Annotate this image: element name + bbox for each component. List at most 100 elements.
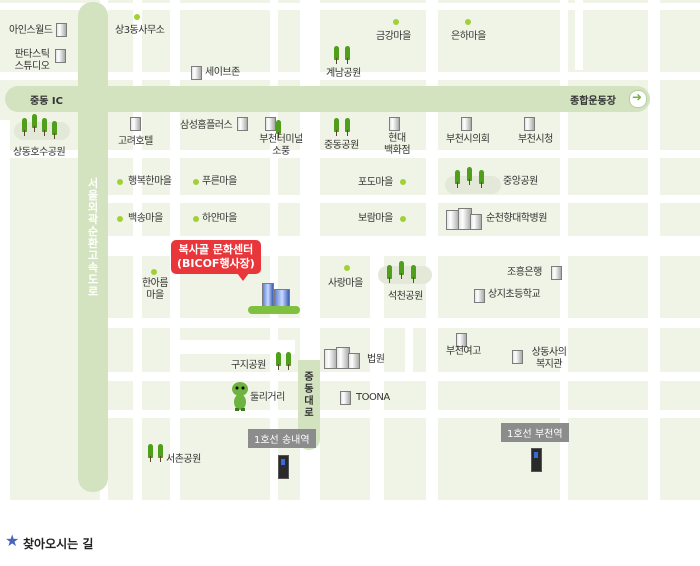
map-label-l28: 석천공원 <box>388 291 423 302</box>
outer-ring-expressway <box>78 2 108 492</box>
park-area <box>445 176 501 194</box>
tree-icon <box>52 121 57 139</box>
star-icon: ★ <box>5 531 20 550</box>
road <box>0 120 10 500</box>
tree-icon <box>32 114 37 132</box>
jungdong-daero <box>298 360 320 450</box>
map-label-l35: 둘리거리 <box>250 392 285 403</box>
road <box>270 0 278 500</box>
jungdong-daero-label: 중동대로 <box>304 372 314 419</box>
tree-icon <box>334 118 339 136</box>
map-label-l17: 부천시청 <box>518 134 553 145</box>
map-label-l11: 고려호텔 <box>118 136 153 147</box>
tree-icon <box>276 352 281 370</box>
cultural-center-callout: 복사골 문화센터 (BICOF행사장) <box>171 240 261 281</box>
map-label-l25: 순천향대학병원 <box>486 213 547 224</box>
tree-icon <box>158 444 163 462</box>
tree-icon <box>345 46 350 64</box>
place-dot-icon <box>117 179 123 185</box>
building-icon <box>461 117 472 131</box>
map-label-l32: 법원 <box>367 354 385 365</box>
place-dot-icon <box>193 216 199 222</box>
map-label-l14: 중동공원 <box>324 140 359 151</box>
tree-icon <box>467 167 472 185</box>
map-label-l20: 포도마을 <box>358 177 393 188</box>
place-dot-icon <box>400 216 406 222</box>
road <box>0 72 700 80</box>
map-label-l22: 백송마을 <box>128 213 163 224</box>
tree-icon <box>399 261 404 279</box>
map-label-l10: 상동호수공원 <box>13 147 66 158</box>
map-label-l13: 부천터미널 소풍 <box>259 134 303 157</box>
tree-icon <box>42 118 47 136</box>
map-label-l15: 현대 백화점 <box>383 133 411 156</box>
tree-icon <box>411 265 416 283</box>
road <box>575 0 583 70</box>
tree-icon <box>345 118 350 136</box>
road <box>133 0 142 500</box>
road <box>0 150 700 158</box>
map-label-l36: TOONA <box>356 392 390 403</box>
map-label-l8: 중동 IC <box>30 96 63 107</box>
building-icon <box>551 266 562 280</box>
map-label-l7: 계남공원 <box>326 68 361 79</box>
map-label-l6: 은하마을 <box>451 31 486 42</box>
map-label-l23: 하얀마을 <box>202 213 237 224</box>
map-label-l33: 부천여고 <box>446 346 481 357</box>
map-label-l12: 삼성홈플러스 <box>180 120 233 131</box>
map-label-l37: 서촌공원 <box>166 454 201 465</box>
road <box>426 0 438 500</box>
road <box>100 195 700 203</box>
tree-icon <box>387 265 392 283</box>
map-label-l4: 세이브존 <box>205 67 240 78</box>
road <box>100 410 700 418</box>
place-dot-icon <box>465 19 471 25</box>
building-icon <box>237 117 248 131</box>
tree-icon <box>455 170 460 188</box>
place-dot-icon <box>344 265 350 271</box>
place-dot-icon <box>151 269 157 275</box>
tree-icon <box>276 120 281 138</box>
map-label-l1: 아인스월드 <box>9 25 53 36</box>
station-bucheon-tag: 1호선 부천역 <box>501 423 569 442</box>
building-icon <box>55 49 66 63</box>
map-label-l16: 부천시의회 <box>446 134 490 145</box>
tree-icon <box>22 118 27 136</box>
road <box>180 340 295 354</box>
station-marker-icon <box>531 448 542 472</box>
road <box>560 0 568 500</box>
area-map: 아인스월드 판타스틱 스튜디오 상3동사무소 세이브존 금강마을 은하마을 계남… <box>0 0 700 500</box>
map-label-l19: 푸른마을 <box>202 176 237 187</box>
tree-icon <box>148 444 153 462</box>
place-dot-icon <box>134 14 140 20</box>
road <box>0 3 700 10</box>
map-label-l26: 한아름 마을 <box>141 278 169 301</box>
road <box>405 318 413 378</box>
map-label-l3: 상3동사무소 <box>115 25 165 36</box>
map-label-l5: 금강마을 <box>376 31 411 42</box>
station-songnae-tag: 1호선 송내역 <box>248 429 316 448</box>
court-icon <box>348 353 360 369</box>
arrow-right-icon <box>629 90 647 108</box>
map-label-l30: 상지초등학교 <box>488 289 541 300</box>
place-dot-icon <box>117 216 123 222</box>
map-label-l2: 판타스틱 스튜디오 <box>14 49 50 72</box>
road <box>648 0 660 500</box>
building-icon <box>524 117 535 131</box>
building-icon <box>130 117 141 131</box>
map-label-l21: 중앙공원 <box>503 176 538 187</box>
road <box>100 372 700 381</box>
building-icon <box>265 117 276 131</box>
building-icon <box>340 391 351 405</box>
building-icon <box>191 66 202 80</box>
map-label-l34: 상동사의 복지관 <box>531 347 567 370</box>
hospital-icon <box>470 214 482 230</box>
building-icon <box>456 333 467 347</box>
place-dot-icon <box>193 179 199 185</box>
map-label-l18: 행복한마을 <box>128 176 172 187</box>
tree-icon <box>286 352 291 370</box>
map-label-l9: 종합운동장 <box>570 96 616 107</box>
jungdong-ic-road <box>5 86 650 112</box>
outer-ring-expressway-label: 서울외곽순환고속도로 <box>87 177 99 298</box>
station-marker-icon <box>278 455 289 479</box>
